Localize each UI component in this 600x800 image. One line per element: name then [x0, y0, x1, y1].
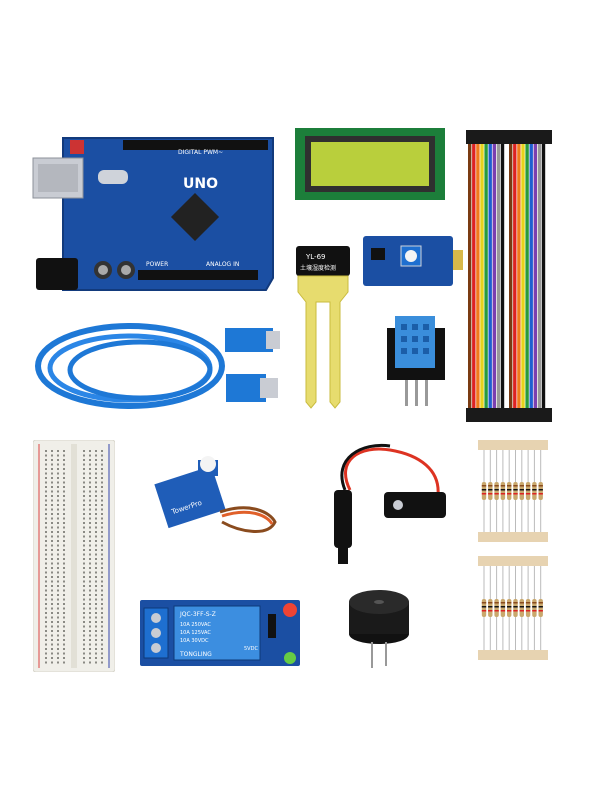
soil-moisture-sensor: YL-69 土壤湿度检测 [292, 242, 354, 410]
relay-rating-2: 10A 125VAC [180, 630, 211, 636]
lcd-1602-display [295, 128, 445, 200]
resistors-set-2 [478, 556, 548, 660]
relay-coil: 5VDC [244, 646, 258, 652]
soil-chinese-label: 土壤湿度检测 [300, 264, 336, 272]
battery-9v-clip [330, 440, 448, 566]
relay-module: JQC-3FF-S-Z 10A 250VAC 10A 125VAC 10A 30… [140, 600, 308, 670]
board-model-label: UNO [183, 176, 218, 192]
board-power-label: POWER [146, 261, 168, 268]
usb-cable [30, 318, 280, 418]
buzzer [345, 586, 415, 670]
relay-model: JQC-3FF-S-Z [179, 611, 216, 618]
soil-module-label: YL-69 [305, 253, 326, 261]
dupont-jumper-wires [466, 130, 552, 422]
resistors-set-1 [478, 440, 548, 542]
sensor-module [363, 236, 463, 286]
sg90-servo: TowerPro [150, 452, 280, 542]
dht11-sensor [387, 316, 447, 408]
breadboard [32, 439, 116, 673]
relay-rating-3: 10A 30VDC [180, 638, 209, 644]
board-analog-label: ANALOG IN [206, 261, 239, 268]
board-digital-label: DIGITAL PWM~ [178, 149, 223, 156]
relay-rating-1: 10A 250VAC [180, 622, 211, 628]
arduino-uno-board: UNO DIGITAL PWM~ POWER ANALOG IN [28, 130, 278, 300]
relay-brand: TONGLING [179, 651, 212, 658]
